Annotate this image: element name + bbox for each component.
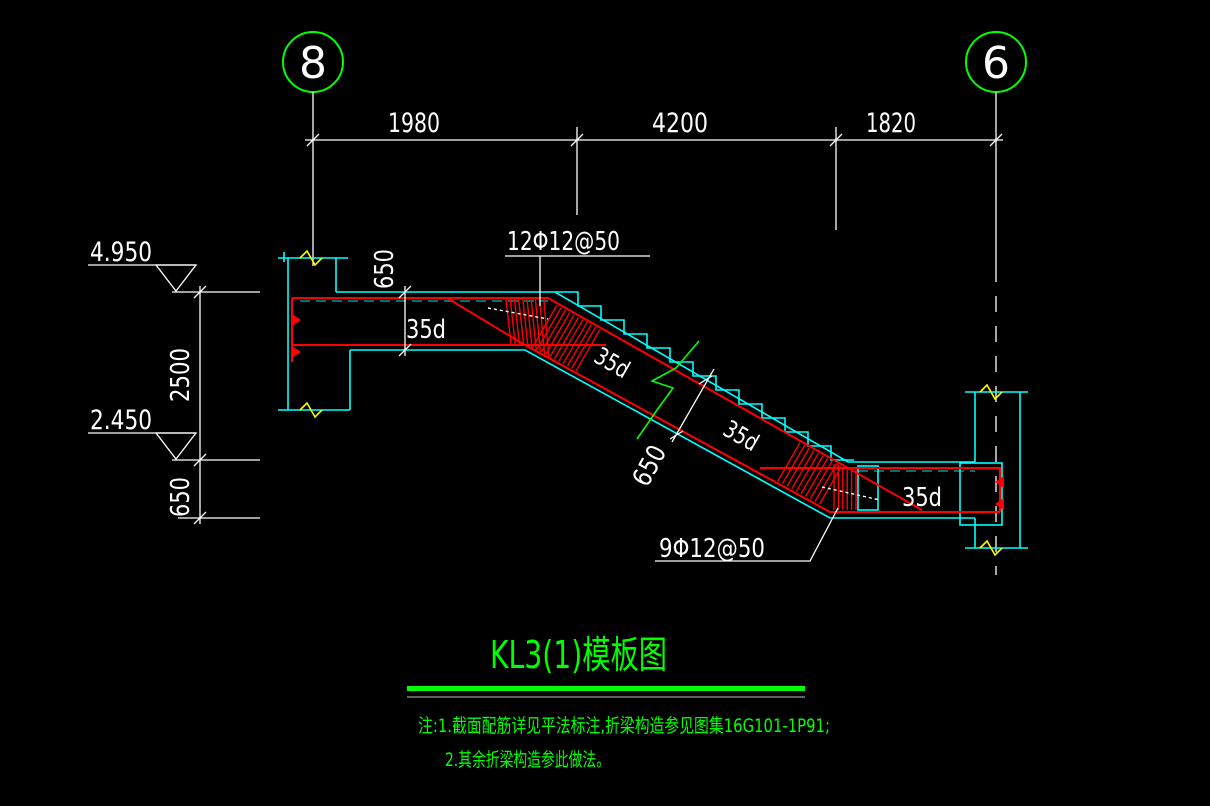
stirrups-left-fold-flat — [505, 298, 550, 358]
title-underline-thick — [407, 686, 805, 691]
section-break-line — [636, 340, 700, 440]
stirrup-callout-left: 12Φ12@50 — [507, 227, 620, 257]
rebar-top-continuous — [292, 297, 923, 511]
grid-label-left: 8 — [299, 38, 327, 89]
elevation-lower-triangle — [154, 432, 198, 461]
note-line-2: 2.其余折梁构造参此做法。 — [445, 749, 610, 771]
left-column-break-bottom — [299, 401, 323, 419]
span-label-1: 1980 — [388, 108, 440, 139]
elevation-upper-label: 4.950 — [90, 237, 152, 268]
beam-top-edge — [336, 291, 975, 463]
stirrups-left-fold-slope — [532, 304, 601, 372]
stirrups-right-fold-flat — [833, 464, 857, 510]
left-column-outline — [278, 252, 351, 411]
right-column-outline — [965, 391, 1028, 549]
bar-marker-left — [487, 307, 549, 320]
rebar-right-end-arrow-lower — [995, 498, 1004, 510]
span-label-2: 4200 — [652, 108, 708, 139]
vertical-dimension-ticks — [193, 285, 207, 525]
rebar-left-end-arrow-upper — [292, 314, 301, 326]
beam-depth-flat-label: 650 — [370, 249, 400, 289]
rebar-right-end-arrow-upper — [995, 476, 1004, 488]
left-column-break-top — [299, 249, 323, 267]
span-dimension-ticks — [306, 133, 1003, 147]
stirrup-leader-left — [505, 255, 650, 306]
anchorage-label-left: 35d — [406, 315, 446, 345]
beam-right-end-block — [959, 462, 1003, 526]
rebar-slope-bottom — [446, 297, 1000, 513]
elevation-upper-triangle — [154, 264, 198, 293]
beam-right-inner-block — [857, 465, 879, 511]
bar-marker-right — [821, 486, 881, 501]
vertical-lower-label: 650 — [166, 477, 196, 517]
note-line-1: 注:1.截面配筋详见平法标注,折梁构造参见图集16G101-1P91; — [418, 715, 830, 737]
vertical-extension-lines — [172, 291, 260, 519]
beam-depth-sloped-line — [671, 368, 715, 443]
stirrups-right-fold-slope — [777, 442, 843, 505]
vertical-total-label: 2500 — [166, 348, 196, 402]
span-label-3: 1820 — [866, 108, 916, 139]
beam-depth-sloped-ticks — [669, 375, 713, 440]
right-column-break-bottom — [979, 539, 1003, 557]
span-extension-lines — [576, 127, 837, 230]
beam-depth-flat-ticks — [398, 285, 412, 357]
drawing-title: KL3(1)模板图 — [490, 633, 667, 677]
rebar-left-end-arrow-lower — [292, 346, 301, 358]
anchorage-label-right: 35d — [902, 483, 942, 513]
right-column-break-top — [979, 383, 1003, 401]
stirrup-leader-right — [655, 507, 839, 562]
grid-label-right: 6 — [982, 38, 1010, 89]
stair-steps — [555, 291, 854, 461]
elevation-lower-label: 2.450 — [90, 405, 152, 436]
stirrup-callout-right: 9Φ12@50 — [659, 534, 765, 564]
